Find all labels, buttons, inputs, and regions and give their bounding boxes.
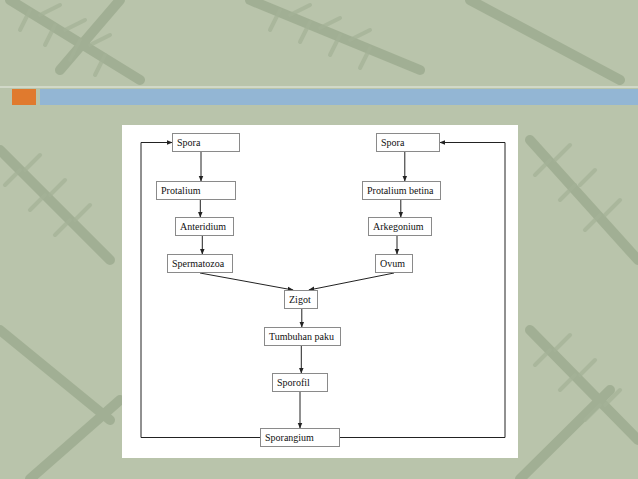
stage-label: Sporofil: [277, 376, 323, 389]
frond: [10, 0, 140, 80]
frond: [470, 0, 620, 80]
frond: [0, 330, 110, 420]
stage-box: Zigot: [284, 290, 318, 309]
stage-label: Zigot: [289, 293, 313, 306]
flow-arrow: [202, 236, 203, 254]
flow-arrow: [301, 346, 302, 373]
stage-box: Anteridium: [175, 217, 234, 236]
stage-label: Ovum: [380, 257, 408, 270]
flow-arrow: [400, 200, 401, 217]
frond: [30, 400, 120, 479]
flow-arrow: [300, 392, 301, 428]
stage-label: Anteridium: [180, 220, 229, 233]
flow-arrow: [301, 309, 302, 327]
rule-line: [0, 87, 638, 88]
stage-label: Protalium betina: [367, 184, 436, 197]
stage-box: Sporofil: [272, 373, 328, 392]
stage-label: Arkegonium: [373, 220, 427, 233]
flow-arrow: [200, 273, 293, 290]
leaflets: [535, 335, 620, 420]
stage-box: Tumbuhan paku: [264, 327, 341, 346]
stage-label: Spermatozoa: [172, 257, 228, 270]
stage-box: Ovum: [375, 254, 413, 273]
leaflets: [270, 5, 370, 68]
stage-label: Spora: [177, 136, 235, 149]
diagram-panel: [122, 125, 518, 458]
frond: [250, 0, 420, 70]
leaflets: [535, 145, 620, 230]
stage-label: Tumbuhan paku: [269, 330, 336, 343]
stage-label: Spora: [381, 136, 435, 149]
stage-box: Spora: [172, 133, 240, 152]
leaflets: [20, 5, 110, 75]
stage-box: Spermatozoa: [167, 254, 233, 273]
flow-arrow: [141, 143, 260, 438]
flow-arrow: [397, 236, 398, 254]
flow-arrow: [200, 200, 201, 217]
frond: [520, 390, 610, 479]
stage-box: Sporangium: [260, 428, 340, 447]
title-bar: [40, 89, 638, 105]
stage-label: Sporangium: [265, 431, 335, 444]
flow-arrow: [201, 152, 202, 181]
leaflets: [5, 155, 90, 235]
flow-arrow: [309, 273, 394, 290]
stage-box: Protalium: [156, 181, 236, 200]
frond: [0, 150, 110, 260]
frond: [530, 140, 638, 260]
stage-box: Arkegonium: [368, 217, 432, 236]
stage-box: Spora: [376, 133, 440, 152]
frond: [530, 330, 638, 440]
stage-box: Protalium betina: [362, 181, 441, 200]
flow-arrow: [404, 152, 405, 181]
flow-arrow: [340, 143, 505, 438]
stage-label: Protalium: [161, 184, 231, 197]
accent-square: [12, 89, 36, 105]
